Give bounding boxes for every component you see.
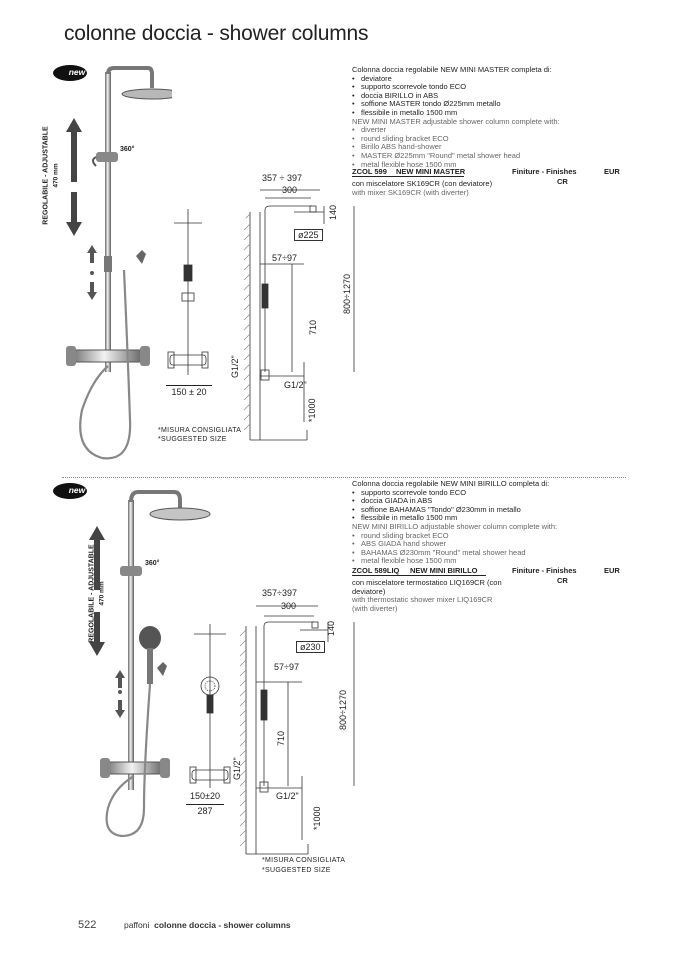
rotation-label-2: 360°	[145, 560, 160, 567]
bottom-connection-2: G1/2"	[276, 791, 299, 801]
code-row-1: ZCOL 599 NEW MINI MASTER Finiture - Fini…	[352, 167, 622, 191]
list-item: round sliding bracket ECO	[352, 134, 622, 144]
description-it-intro-1: Colonna doccia regolabile NEW MINI MASTE…	[352, 65, 552, 74]
height-dimension-1: 800÷1270	[342, 274, 352, 314]
note-en-1: *SUGGESTED SIZE	[158, 436, 227, 443]
arm-dimension-2: 300	[281, 601, 297, 611]
description-it-intro-2: Colonna doccia regolabile NEW MINI BIRIL…	[352, 479, 550, 488]
product-photo-1	[53, 65, 172, 460]
list-item: ABS GIADA hand shower	[352, 540, 622, 549]
list-item: deviatore	[352, 74, 622, 84]
description-en-intro-1: NEW MINI MASTER adjustable shower column…	[352, 116, 560, 126]
note-it-2: *MISURA CONSIGLIATA	[262, 857, 346, 864]
reach-dimension-1: 357 ÷ 397	[262, 173, 302, 183]
list-item: flessibile in metallo 1500 mm	[352, 514, 622, 523]
finishes-label-1: Finiture - Finishes	[512, 167, 577, 176]
variant-en-1: with mixer SK169CR (with diverter)	[352, 187, 469, 197]
bottom-connection-1: G1/2"	[284, 380, 307, 390]
list-item: metal flexible hose 1500 mm	[352, 160, 622, 170]
new-badge-2: new	[68, 485, 86, 495]
height-dimension-2: 800÷1270	[338, 690, 348, 730]
description-en-list-1: diverter round sliding bracket ECO Biril…	[352, 126, 622, 169]
page-number: 522	[78, 919, 97, 931]
side-dimension-drawing-2	[239, 605, 355, 855]
list-item: flessibile in metallo 1500 mm	[352, 108, 622, 118]
currency-label-2: EUR	[604, 566, 620, 575]
description-it-list-2: supporto scorrevole tondo ECO doccia GIA…	[352, 488, 622, 523]
description-en-intro-2: NEW MINI BIRILLO adjustable shower colum…	[352, 521, 558, 531]
list-item: round sliding bracket ECO	[352, 531, 622, 541]
list-item: metal flexible hose 1500 mm	[352, 557, 622, 566]
rotation-label-1: 360°	[120, 146, 135, 153]
finish-code-1: CR	[557, 177, 568, 186]
product-code-2: ZCOL 589LIQ	[352, 566, 400, 575]
centers-width-2: 287	[186, 804, 224, 816]
code-underline-2	[352, 575, 486, 576]
product-name-2: NEW MINI BIRILLO	[410, 566, 478, 575]
description-it-list-1: deviatore supporto scorrevole tondo ECO …	[352, 74, 622, 118]
head-diameter-dimension-1: ø225	[294, 229, 323, 241]
list-item: doccia GIADA in ABS	[352, 497, 622, 506]
note-it-1: *MISURA CONSIGLIATA	[158, 427, 242, 434]
adjustable-label-2: REGOLABILE - ADJUSTABLE	[88, 544, 96, 643]
install-height-2: *1000	[312, 806, 322, 830]
bar-dimension-1: 710	[308, 319, 318, 335]
adjustable-range-1: 470 mm	[52, 163, 60, 188]
arm-dimension-1: 300	[282, 185, 298, 195]
list-item: doccia BIRILLO in ABS	[352, 91, 622, 101]
front-view-drawing-2	[189, 624, 231, 788]
adjustable-label-1: REGOLABILE - ADJUSTABLE	[42, 126, 50, 225]
variant-1: con miscelatore SK169CR (con deviatore) …	[352, 179, 502, 197]
description-2: Colonna doccia regolabile NEW MINI BIRIL…	[352, 479, 622, 566]
product-name-1: NEW MINI MASTER	[396, 167, 466, 176]
list-item: soffione BAHAMAS "Tondo" Ø230mm in metal…	[352, 505, 622, 515]
head-height-dimension-2: 140	[326, 620, 336, 636]
list-item: BAHAMAS Ø230mm "Round" metal shower head	[352, 548, 622, 558]
note-en-2: *SUGGESTED SIZE	[262, 867, 331, 874]
code-underline-1	[352, 176, 464, 177]
centers-dimension-2: 150±20	[190, 791, 220, 801]
code-row-2: ZCOL 589LIQ NEW MINI BIRILLO Finiture - …	[352, 566, 622, 590]
list-item: Birillo ABS hand-shower	[352, 143, 622, 152]
product-code-1: ZCOL 599	[352, 167, 387, 176]
footer: paffoni colonne doccia - shower columns	[124, 920, 291, 930]
product-photo-2	[53, 483, 211, 838]
finishes-label-2: Finiture - Finishes	[512, 566, 577, 575]
bar-dimension-2: 710	[276, 730, 286, 746]
side-connection-1: G1/2"	[230, 355, 240, 378]
footer-brand: paffoni	[124, 920, 150, 930]
list-item: supporto scorrevole tondo ECO	[352, 83, 622, 92]
front-view-drawing-1	[167, 209, 209, 375]
page-title: colonne doccia - shower columns	[64, 22, 369, 45]
adjustable-range-2: 470 mm	[98, 581, 106, 606]
separation-dimension-2: 57÷97	[274, 662, 299, 672]
description-1: Colonna doccia regolabile NEW MINI MASTE…	[352, 65, 622, 169]
description-en-list-2: round sliding bracket ECO ABS GIADA hand…	[352, 531, 622, 566]
head-diameter-dimension-2: ø230	[296, 641, 325, 653]
variant-2: con miscelatore termostatico LIQ169CR (c…	[352, 578, 502, 613]
section-separator	[62, 477, 626, 478]
side-connection-2: G1/2"	[232, 757, 242, 780]
list-item: supporto scorrevole tondo ECO	[352, 488, 622, 498]
separation-dimension-1: 57÷97	[272, 253, 297, 263]
list-item: MASTER Ø225mm "Round" metal shower head	[352, 151, 622, 161]
variant-en-2: with thermostatic shower mixer LIQ169CR …	[352, 595, 493, 613]
new-badge-1: new	[68, 67, 86, 77]
head-height-dimension-1: 140	[328, 204, 338, 220]
install-height-1: *1000	[307, 398, 317, 422]
reach-dimension-2: 357÷397	[262, 588, 297, 598]
list-item: soffione MASTER tondo Ø225mm metallo	[352, 100, 622, 109]
list-item: diverter	[352, 126, 622, 135]
currency-label-1: EUR	[604, 167, 620, 176]
side-dimension-drawing-1	[243, 189, 355, 441]
finish-code-2: CR	[557, 576, 568, 585]
variant-it-2: con miscelatore termostatico LIQ169CR (c…	[352, 578, 502, 596]
variant-it-1: con miscelatore SK169CR (con deviatore)	[352, 179, 493, 188]
footer-title: colonne doccia - shower columns	[154, 920, 291, 930]
centers-dimension-1: 150 ± 20	[166, 385, 212, 397]
